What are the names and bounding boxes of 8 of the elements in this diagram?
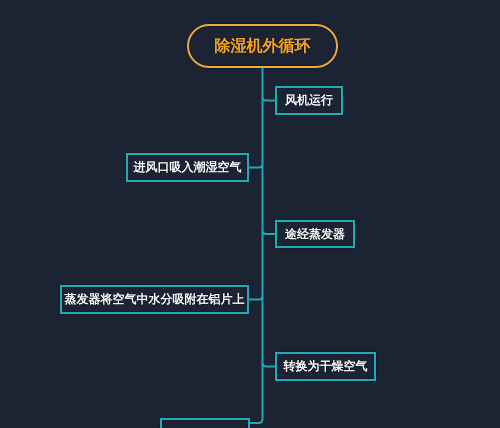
step-box: 途经蒸发器 (275, 220, 355, 248)
step-box: 进风口吸入潮湿空气 (126, 153, 249, 182)
topic-pill: 除湿机外循环 (187, 24, 338, 68)
connector-line (250, 68, 264, 424)
step-box: 蒸发器将空气中水分吸附在铝片上 (60, 285, 249, 314)
step-box: 转换为干燥空气 (275, 352, 376, 381)
box (160, 418, 250, 428)
step-box: 风机运行 (275, 86, 343, 115)
